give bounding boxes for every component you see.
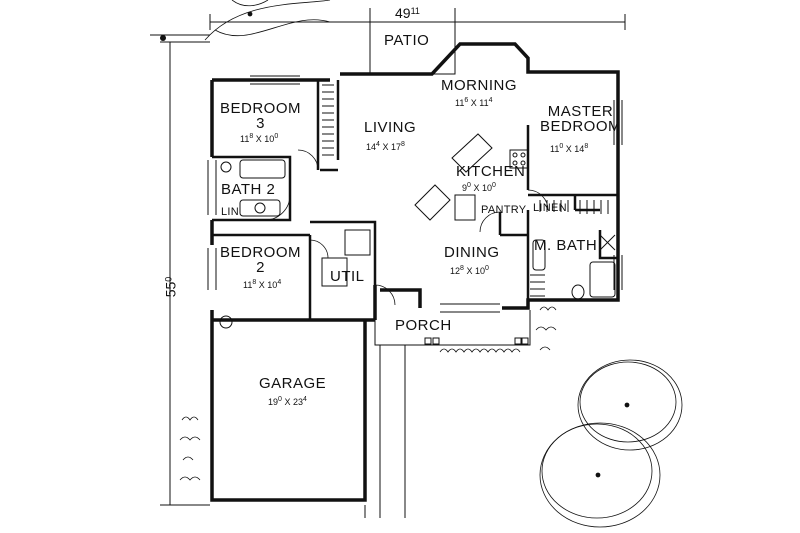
room-dims-morning: 116 X 114 (455, 97, 493, 108)
room-dims-dining: 128 X 100 (450, 265, 489, 276)
room-dims-garage: 190 X 234 (268, 396, 307, 407)
windows (207, 75, 623, 313)
room-label-bath-2: BATH 2 (221, 181, 276, 198)
room-label-porch: PORCH (395, 317, 452, 334)
room-label-bedroom-3: BEDROOM 3 (220, 100, 302, 132)
shrub-sketches (179, 306, 557, 481)
room-label-bedroom-2: BEDROOM 2 (220, 244, 302, 276)
room-dims-master-bedroom: 110 X 148 (550, 143, 589, 154)
room-label-master-bedroom: MASTER BEDROOM (540, 103, 622, 135)
room-label-pantry: PANTRY (481, 204, 527, 216)
datum-dot (160, 35, 166, 41)
room-dims-bedroom-3: 118 X 100 (240, 133, 279, 144)
room-dims-kitchen: 90 X 100 (462, 182, 496, 193)
room-dims-living: 144 X 178 (366, 141, 405, 152)
tree-sketch-bottom-right (539, 359, 683, 528)
overall-depth-label: 550 (162, 276, 179, 298)
door-swings (264, 149, 549, 306)
room-label-m-bath: M. BATH (534, 237, 598, 254)
room-dims-bedroom-2: 118 X 104 (243, 279, 282, 290)
room-label-dining: DINING (444, 244, 500, 261)
patio-outline (369, 21, 456, 75)
overall-width-label: 4911 (395, 5, 420, 21)
exterior-walls (210, 42, 620, 502)
porch-outline (374, 310, 531, 346)
closet-shelving (322, 84, 609, 297)
room-label-linen: LINEN (533, 202, 567, 214)
room-label-garage: GARAGE (259, 375, 327, 392)
room-label-morning: MORNING (441, 77, 517, 94)
tree-sketch-top (204, 0, 331, 41)
room-label-patio: PATIO (384, 32, 430, 49)
driveway-lines (364, 345, 406, 518)
room-label-util: UTIL (330, 268, 365, 285)
fixtures (219, 133, 616, 329)
room-label-kitchen: KITCHEN (456, 163, 526, 180)
room-label-living: LIVING (364, 119, 417, 136)
overall-depth-dimension-line (150, 34, 210, 506)
room-label-lin: LIN (221, 206, 240, 218)
